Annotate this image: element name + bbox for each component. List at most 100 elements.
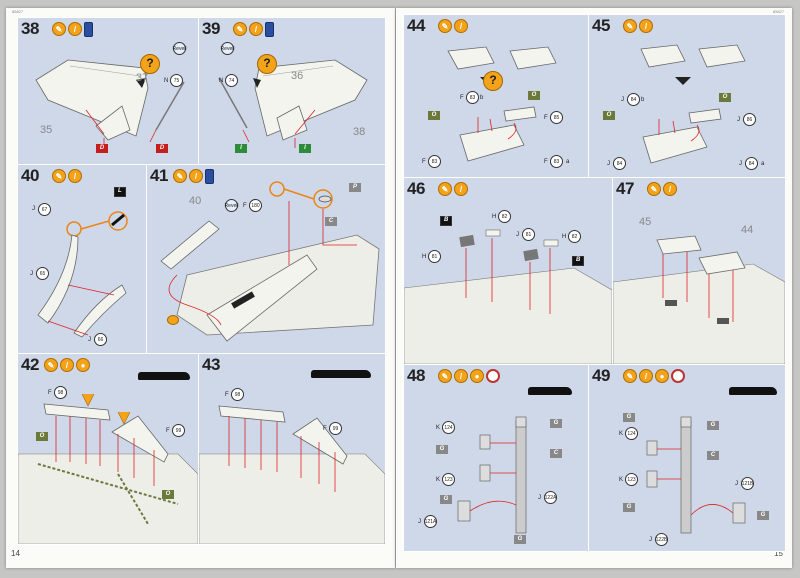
part-label: J xyxy=(32,206,35,212)
part-label: 38 xyxy=(353,126,366,138)
paint-dot-icon xyxy=(167,315,179,325)
part-number-callout: 123 xyxy=(625,473,638,486)
brush-icon: / xyxy=(454,369,468,383)
part-label: 44 xyxy=(741,224,754,236)
step-40-diagram xyxy=(37,211,128,338)
step-45-panel: 45 ✎ / J 84 b O J 86 O J 84 J 84 a xyxy=(588,14,786,178)
part-number-callout: 121A xyxy=(424,515,437,528)
part-label: F xyxy=(166,428,170,434)
part-label: H xyxy=(562,234,567,240)
step-48-diagram xyxy=(457,416,527,534)
color-flag-C: C xyxy=(325,217,337,226)
step-icons: ✎ / ● xyxy=(623,369,685,383)
part-label: 36 xyxy=(291,70,304,82)
color-flag-L: L xyxy=(114,187,126,197)
step-icons: ✎ / ● xyxy=(44,358,90,372)
color-flag-P: P xyxy=(349,183,361,192)
brush-icon: / xyxy=(454,19,468,33)
step-icons: ✎ / xyxy=(623,19,653,33)
brush-icon: / xyxy=(68,169,82,183)
part-label: J xyxy=(649,537,652,543)
part-label: J xyxy=(538,495,541,501)
brush-icon: / xyxy=(60,358,74,372)
color-flag-B: B xyxy=(572,256,585,266)
glue-icon: ✎ xyxy=(623,369,637,383)
color-flag-G: G xyxy=(550,419,562,428)
step-number: 48 xyxy=(407,366,425,385)
part-number-callout: 122B xyxy=(655,533,668,546)
glue-icon: ✎ xyxy=(52,169,66,183)
step-49-diagram xyxy=(646,416,746,534)
part-label: K xyxy=(436,425,441,431)
part-number-callout: 124 xyxy=(625,427,638,440)
part-number-callout: 99 xyxy=(172,424,185,437)
part-label: K xyxy=(619,477,624,483)
color-flag-G: G xyxy=(623,413,635,422)
step-number: 47 xyxy=(616,179,634,198)
brush-icon: / xyxy=(639,19,653,33)
step-number: 45 xyxy=(592,16,610,35)
glue-bottle-icon: Revell xyxy=(173,42,186,55)
part-label: F xyxy=(544,159,548,165)
part-label: F xyxy=(243,203,247,209)
step-number: 39 xyxy=(202,19,220,38)
color-flag-D: D xyxy=(96,144,108,153)
step-42-diagram xyxy=(18,393,198,544)
part-number-callout: 81 xyxy=(428,250,441,263)
part-number-callout: 83 xyxy=(550,155,563,168)
aircraft-silhouette-icon xyxy=(311,370,371,378)
paint-icon: ● xyxy=(76,358,90,372)
part-number-callout: 123 xyxy=(442,473,455,486)
brush-icon: / xyxy=(663,182,677,196)
paint-icon: ● xyxy=(655,369,669,383)
step-number: 38 xyxy=(21,19,39,38)
part-label: J xyxy=(735,481,738,487)
color-flag-G: G xyxy=(440,495,452,504)
part-label: J xyxy=(418,519,421,525)
part-number-callout: 98 xyxy=(54,386,67,399)
step-47-panel: 47 ✎ / 45 44 xyxy=(612,177,786,365)
part-label: 40 xyxy=(189,195,202,207)
step-46-diagram xyxy=(404,229,612,364)
step-43-diagram xyxy=(199,405,385,544)
aircraft-silhouette-icon xyxy=(729,387,777,395)
optional-question-icon: ? xyxy=(483,71,503,91)
step-39-panel: 39 ✎ / 36 38 N 74 Revell ? I I xyxy=(198,17,386,165)
step-number: 49 xyxy=(592,366,610,385)
paint-pot-icon xyxy=(84,22,93,37)
brush-icon: / xyxy=(454,182,468,196)
part-number-callout: 121B xyxy=(741,477,754,490)
part-number-callout: 66 xyxy=(94,333,107,346)
step-40-panel: 40 ✎ / 67 J J 65 J 66 L xyxy=(17,164,147,354)
part-label: H xyxy=(422,254,427,260)
drying-time-icon xyxy=(671,369,685,383)
color-flag-G: G xyxy=(623,503,635,512)
glue-bottle-icon: Revell xyxy=(225,199,238,212)
brush-icon: / xyxy=(68,22,82,36)
color-flag-O: O xyxy=(162,490,174,499)
color-flag-I: I xyxy=(235,144,247,153)
glue-icon: ✎ xyxy=(623,19,637,33)
step-42-panel: 42 ✎ / ● F 98 F 99 O O xyxy=(17,353,199,545)
optional-question-icon: ? xyxy=(140,54,160,74)
color-flag-O: O xyxy=(719,93,731,102)
part-label: K xyxy=(619,431,624,437)
part-number-callout: 98 xyxy=(231,388,244,401)
glue-icon: ✎ xyxy=(44,358,58,372)
step-number: 46 xyxy=(407,179,425,198)
step-41-diagram xyxy=(160,181,380,342)
step-icons: ✎ / xyxy=(438,19,468,33)
color-flag-G: G xyxy=(514,535,526,544)
part-number-callout: 84 xyxy=(613,157,626,170)
drying-time-icon xyxy=(486,369,500,383)
part-number-callout: 85 xyxy=(550,111,563,124)
part-label: J xyxy=(607,161,610,167)
part-label: a xyxy=(566,159,570,165)
part-label: H xyxy=(492,214,497,220)
step-number: 41 xyxy=(150,166,168,185)
step-number: 42 xyxy=(21,355,39,374)
part-label: N xyxy=(219,78,224,84)
glue-icon: ✎ xyxy=(438,369,452,383)
part-label: b xyxy=(641,97,645,103)
optional-question-icon: ? xyxy=(257,54,277,74)
